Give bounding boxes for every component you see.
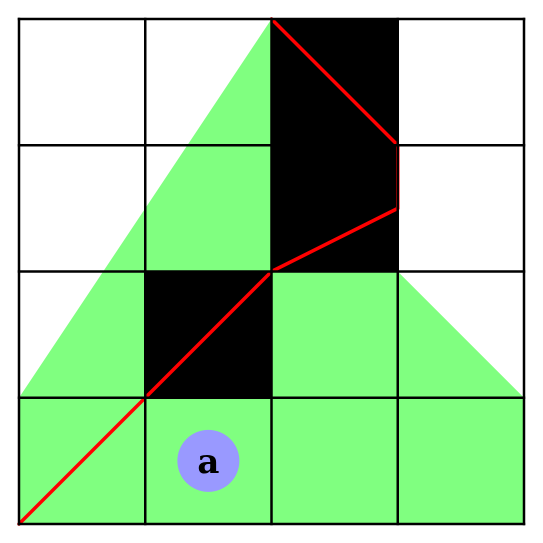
grid-lines-layer: [17, 17, 526, 526]
agent-label: a: [197, 442, 219, 482]
agent-marker: [177, 429, 240, 492]
agent-layer: a: [177, 429, 240, 492]
visibility-ray: [17, 206, 400, 526]
wall-cell: [271, 145, 398, 272]
